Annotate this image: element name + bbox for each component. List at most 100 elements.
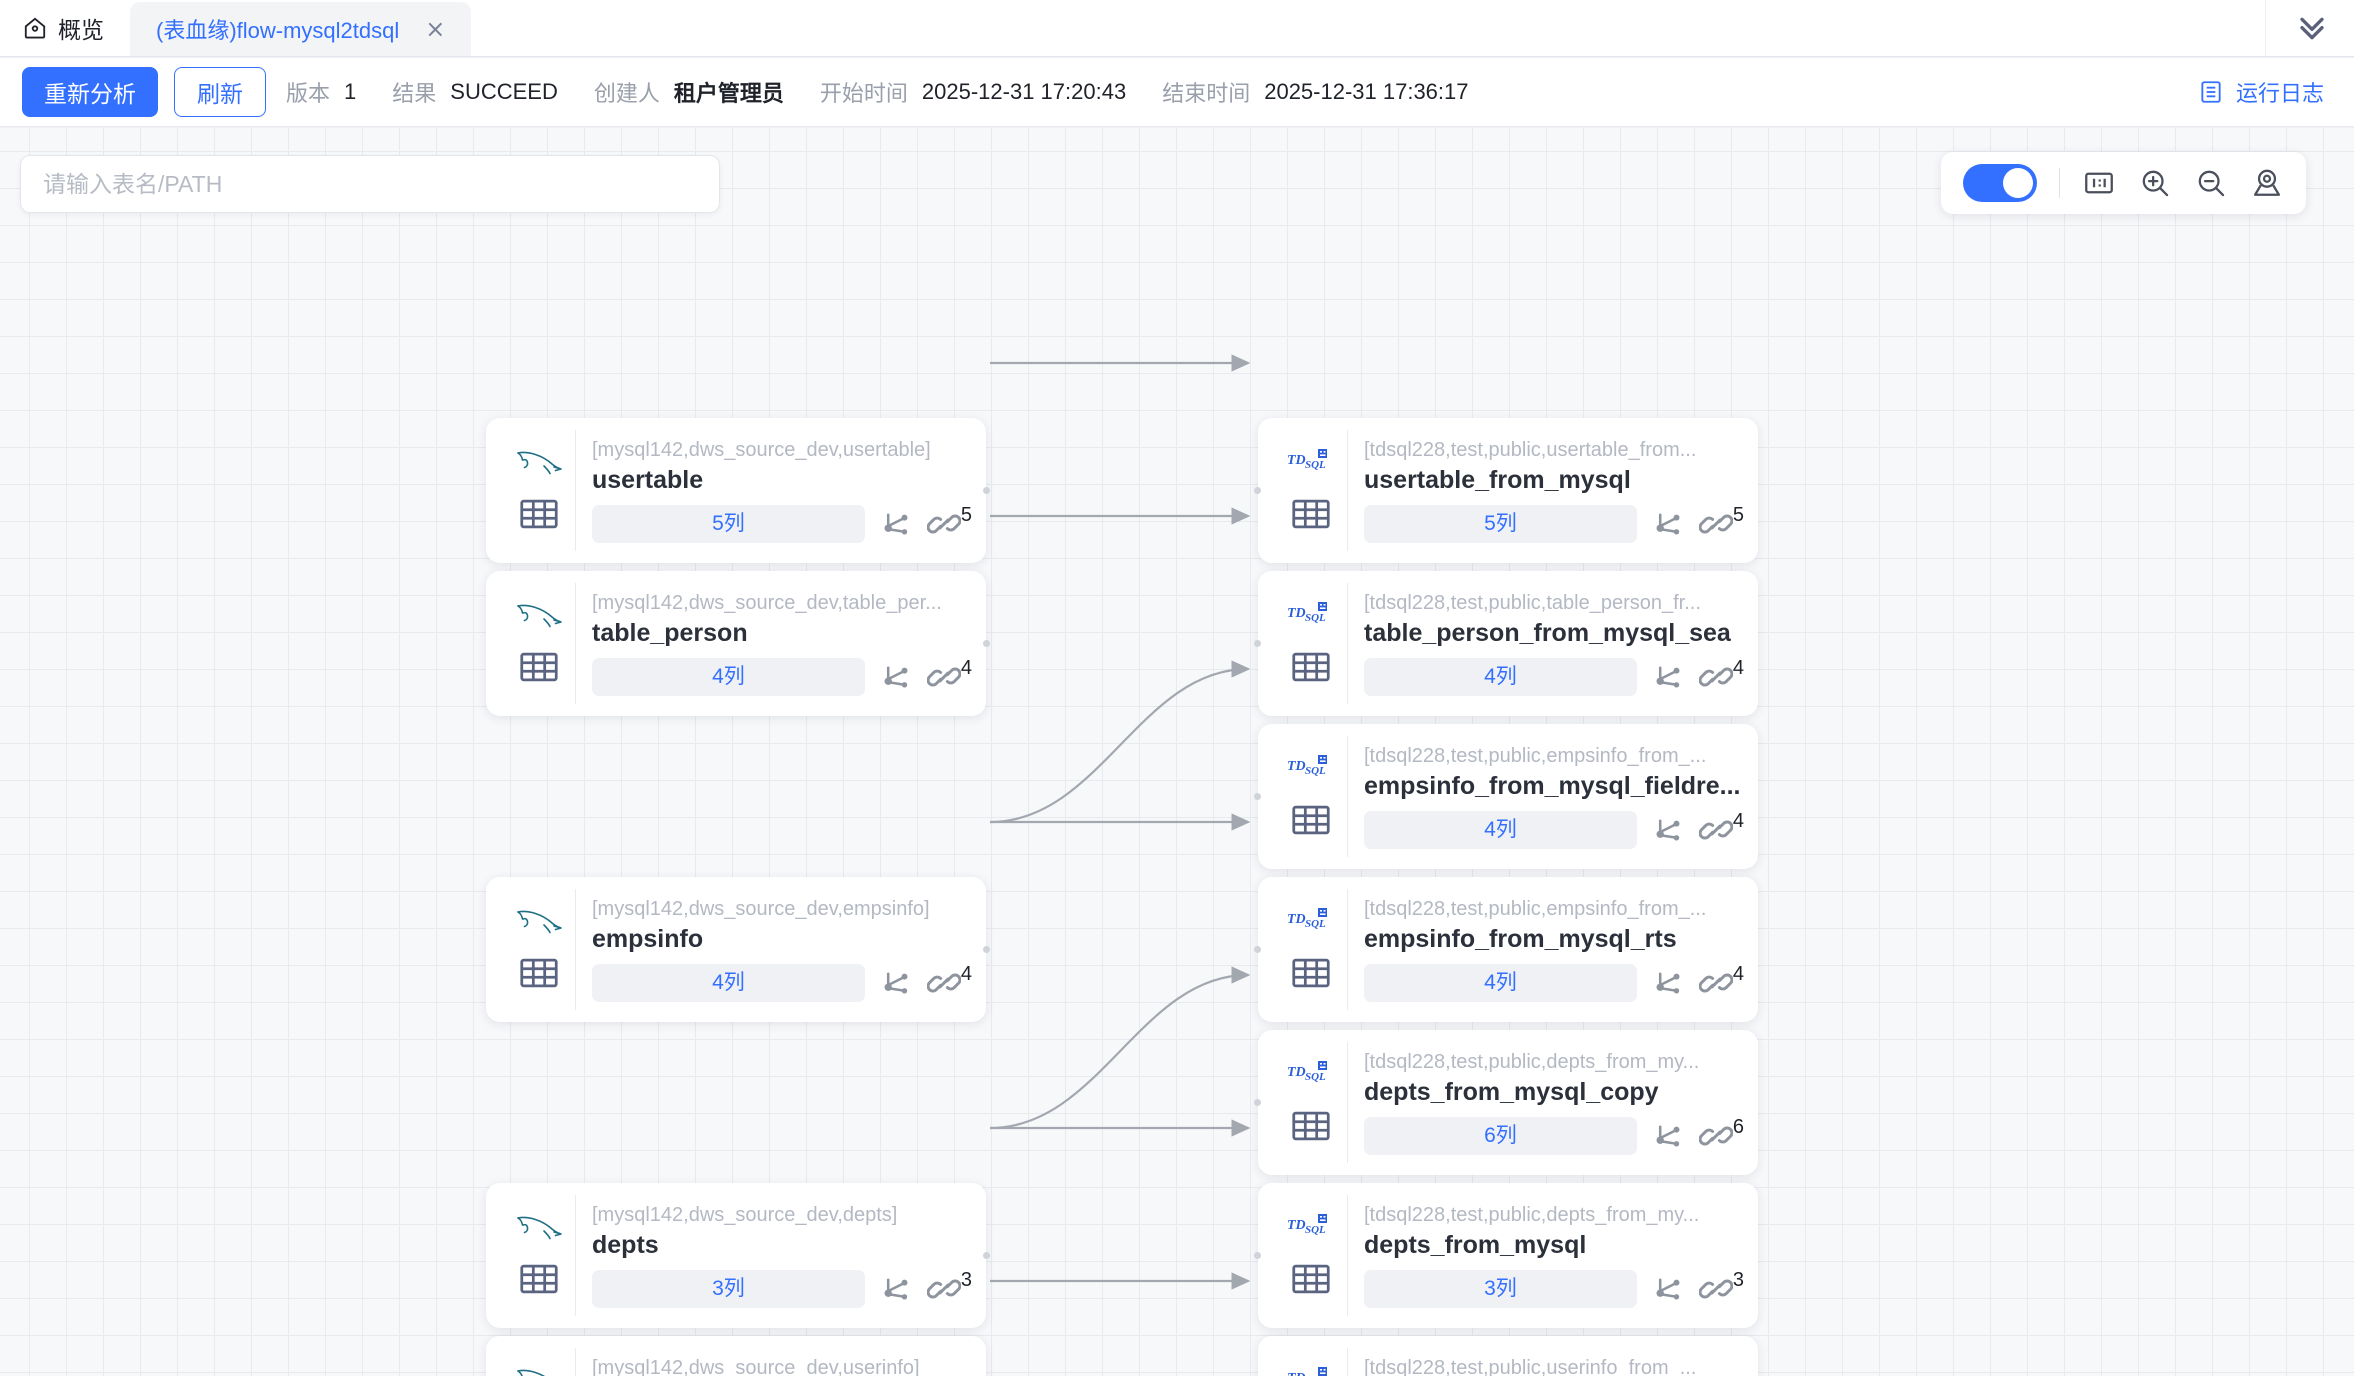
table-icon	[517, 492, 561, 536]
zoom-out-icon[interactable]	[2194, 166, 2228, 200]
related-links-button[interactable]: 6	[1698, 1117, 1744, 1153]
search-input[interactable]	[21, 156, 719, 212]
column-count-pill[interactable]: 3列	[1364, 1269, 1637, 1308]
search-box[interactable]	[20, 155, 720, 213]
node-port	[983, 1252, 990, 1259]
lineage-graph-icon[interactable]	[1651, 507, 1685, 541]
lineage-graph-icon[interactable]	[1651, 1272, 1685, 1306]
column-count-pill[interactable]: 4列	[592, 963, 865, 1002]
node-title: depts_from_mysql	[1364, 1230, 1587, 1259]
node-path: [tdsql228,test,public,empsinfo_from_...	[1364, 744, 1707, 767]
lineage-graph-icon[interactable]	[1651, 966, 1685, 1000]
start-time-label: 开始时间	[819, 81, 908, 106]
column-count-pill[interactable]: 5列	[592, 504, 865, 543]
related-links-count: 3	[960, 1268, 972, 1291]
table-icon	[1289, 1257, 1333, 1301]
related-links-button[interactable]: 4	[1698, 811, 1744, 847]
node-body: [tdsql228,test,public,userinfo_from_...u…	[1364, 1348, 1744, 1376]
related-links-button[interactable]: 4	[926, 658, 972, 694]
column-count-pill[interactable]: 5列	[1364, 504, 1637, 543]
end-time-label: 结束时间	[1162, 81, 1251, 106]
svg-text:TD: TD	[1287, 1371, 1306, 1376]
node-port	[983, 487, 990, 494]
lineage-graph-icon[interactable]	[879, 966, 913, 1000]
table-icon	[1289, 1104, 1333, 1148]
lineage-canvas[interactable]: [mysql142,dws_source_dev,usertable]usert…	[0, 128, 2354, 1376]
lineage-graph-icon[interactable]	[879, 507, 913, 541]
related-links-button[interactable]: 4	[1698, 658, 1744, 694]
minimap-icon[interactable]	[2250, 166, 2284, 200]
column-count-pill[interactable]: 4列	[1364, 963, 1637, 1002]
zoom-in-icon[interactable]	[2138, 166, 2172, 200]
node-port	[1254, 640, 1261, 647]
result-label: 结果	[392, 81, 437, 106]
lineage-graph-icon[interactable]	[1651, 660, 1685, 694]
result-value: SUCCEED	[450, 79, 558, 104]
node-body: [tdsql228,test,public,depts_from_my...de…	[1364, 1195, 1744, 1316]
node-title: depts	[592, 1230, 659, 1259]
canvas-toolbar	[1941, 152, 2306, 214]
lineage-graph-icon[interactable]	[1651, 813, 1685, 847]
related-links-button[interactable]: 3	[926, 1268, 972, 1306]
svg-text:TD: TD	[1287, 1065, 1306, 1080]
tab-flow-mysql2tdsql[interactable]: (表血缘)flow-mysql2tdsql ×	[130, 2, 472, 56]
close-icon[interactable]: ×	[425, 15, 446, 43]
svg-text:SQL: SQL	[1305, 459, 1326, 471]
lineage-graph-icon[interactable]	[1651, 1119, 1685, 1153]
column-count-pill[interactable]: 4列	[1364, 657, 1637, 696]
node-path: [mysql142,dws_source_dev,empsinfo]	[592, 897, 930, 920]
lineage-node-table_person[interactable]: [mysql142,dws_source_dev,table_per...tab…	[486, 571, 990, 716]
node-footer: 5列 5	[592, 504, 972, 543]
related-links-button[interactable]: 3	[1698, 1270, 1744, 1306]
lineage-graph-icon[interactable]	[879, 1272, 913, 1306]
reanalyze-button[interactable]: 重新分析	[22, 67, 158, 117]
tab-overview[interactable]: 概览	[0, 0, 130, 56]
node-footer: 4列 4	[1364, 810, 1744, 849]
node-icon-column	[502, 1348, 576, 1376]
node-icon-column	[502, 889, 576, 1010]
related-links-button[interactable]: 5	[926, 505, 972, 541]
svg-text:SQL: SQL	[1305, 612, 1326, 624]
node-path: [tdsql228,test,public,userinfo_from_...	[1364, 1356, 1697, 1376]
table-icon	[517, 951, 561, 995]
node-footer: 3列 3	[592, 1268, 972, 1308]
node-port	[983, 640, 990, 647]
lineage-node-userinfo[interactable]: [mysql142,dws_source_dev,userinfo]userin…	[486, 1336, 986, 1376]
column-count-pill[interactable]: 3列	[592, 1269, 865, 1308]
related-links-button[interactable]: 4	[1698, 962, 1744, 1000]
column-count-pill[interactable]: 4列	[1364, 810, 1637, 849]
lineage-node-usertable[interactable]: [mysql142,dws_source_dev,usertable]usert…	[486, 418, 990, 563]
run-log-button[interactable]: 运行日志	[2198, 76, 2332, 108]
related-links-button[interactable]: 5	[1698, 505, 1744, 541]
mysql-logo-icon	[514, 1364, 564, 1376]
node-port	[1254, 793, 1261, 800]
lineage-node-empsinfo[interactable]: [mysql142,dws_source_dev,empsinfo]empsin…	[486, 877, 990, 1022]
related-links-count: 4	[1732, 962, 1744, 985]
chevron-double-down-icon[interactable]	[2292, 6, 2332, 51]
fit-view-icon[interactable]	[2082, 166, 2116, 200]
node-footer: 3列 3	[1364, 1269, 1744, 1308]
node-body: [mysql142,dws_source_dev,usertable]usert…	[592, 430, 972, 551]
lineage-toggle[interactable]	[1963, 164, 2037, 202]
column-count-pill[interactable]: 6列	[1364, 1116, 1637, 1155]
column-count-pill[interactable]: 4列	[592, 657, 865, 696]
lineage-graph-icon[interactable]	[879, 660, 913, 694]
refresh-button[interactable]: 刷新	[174, 67, 266, 117]
tab-bar: 概览 (表血缘)flow-mysql2tdsql ×	[0, 0, 2354, 57]
related-links-button[interactable]: 4	[926, 964, 972, 1000]
table-icon	[517, 645, 561, 689]
svg-text:TD: TD	[1287, 453, 1306, 468]
